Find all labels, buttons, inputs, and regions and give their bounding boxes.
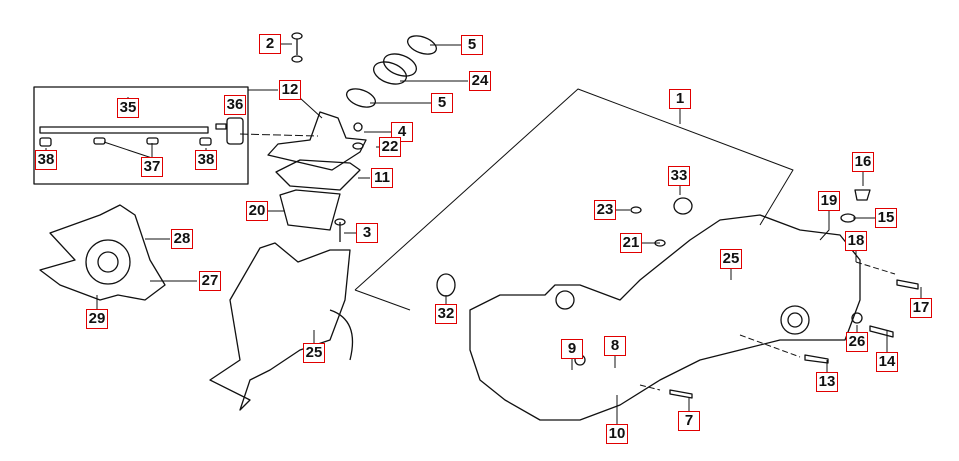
- callout-5-bottom[interactable]: 5: [431, 93, 453, 113]
- callout-22[interactable]: 22: [379, 137, 401, 157]
- callout-26[interactable]: 26: [846, 332, 868, 352]
- crankcase-left-half: [209, 242, 351, 411]
- callout-19[interactable]: 19: [818, 191, 840, 211]
- callout-1[interactable]: 1: [669, 89, 691, 109]
- bracket-part: [39, 204, 166, 301]
- callout-25-left[interactable]: 25: [303, 343, 325, 363]
- callout-2[interactable]: 2: [259, 34, 281, 54]
- callout-9[interactable]: 9: [561, 339, 583, 359]
- callout-28[interactable]: 28: [171, 229, 193, 249]
- callout-14[interactable]: 14: [876, 352, 898, 372]
- callout-38-left[interactable]: 38: [35, 150, 57, 170]
- callout-24[interactable]: 24: [469, 71, 491, 91]
- callout-32[interactable]: 32: [435, 304, 457, 324]
- fuel-tube-part: [39, 126, 209, 134]
- filter-box-part: [279, 189, 341, 231]
- callout-36[interactable]: 36: [224, 95, 246, 115]
- callout-3[interactable]: 3: [356, 223, 378, 243]
- callout-21[interactable]: 21: [620, 233, 642, 253]
- callout-18[interactable]: 18: [845, 231, 867, 251]
- callout-35[interactable]: 35: [117, 98, 139, 118]
- callout-10[interactable]: 10: [606, 424, 628, 444]
- callout-23[interactable]: 23: [594, 200, 616, 220]
- callout-12[interactable]: 12: [279, 80, 301, 100]
- callout-27[interactable]: 27: [199, 271, 221, 291]
- callout-25-right[interactable]: 25: [720, 249, 742, 269]
- callout-33[interactable]: 33: [668, 166, 690, 186]
- kit-inset-box: [33, 86, 249, 185]
- callout-13[interactable]: 13: [816, 372, 838, 392]
- intake-cover-part: [267, 111, 367, 171]
- callout-29[interactable]: 29: [86, 309, 108, 329]
- callout-11[interactable]: 11: [371, 168, 393, 188]
- crankcase-main: [469, 214, 861, 421]
- callout-5-top[interactable]: 5: [461, 35, 483, 55]
- callout-17[interactable]: 17: [910, 298, 932, 318]
- callout-15[interactable]: 15: [875, 208, 897, 228]
- callout-20[interactable]: 20: [246, 201, 268, 221]
- callout-8[interactable]: 8: [604, 336, 626, 356]
- callout-16[interactable]: 16: [852, 152, 874, 172]
- callout-7[interactable]: 7: [678, 411, 700, 431]
- callout-38-right[interactable]: 38: [195, 150, 217, 170]
- callout-37[interactable]: 37: [141, 157, 163, 177]
